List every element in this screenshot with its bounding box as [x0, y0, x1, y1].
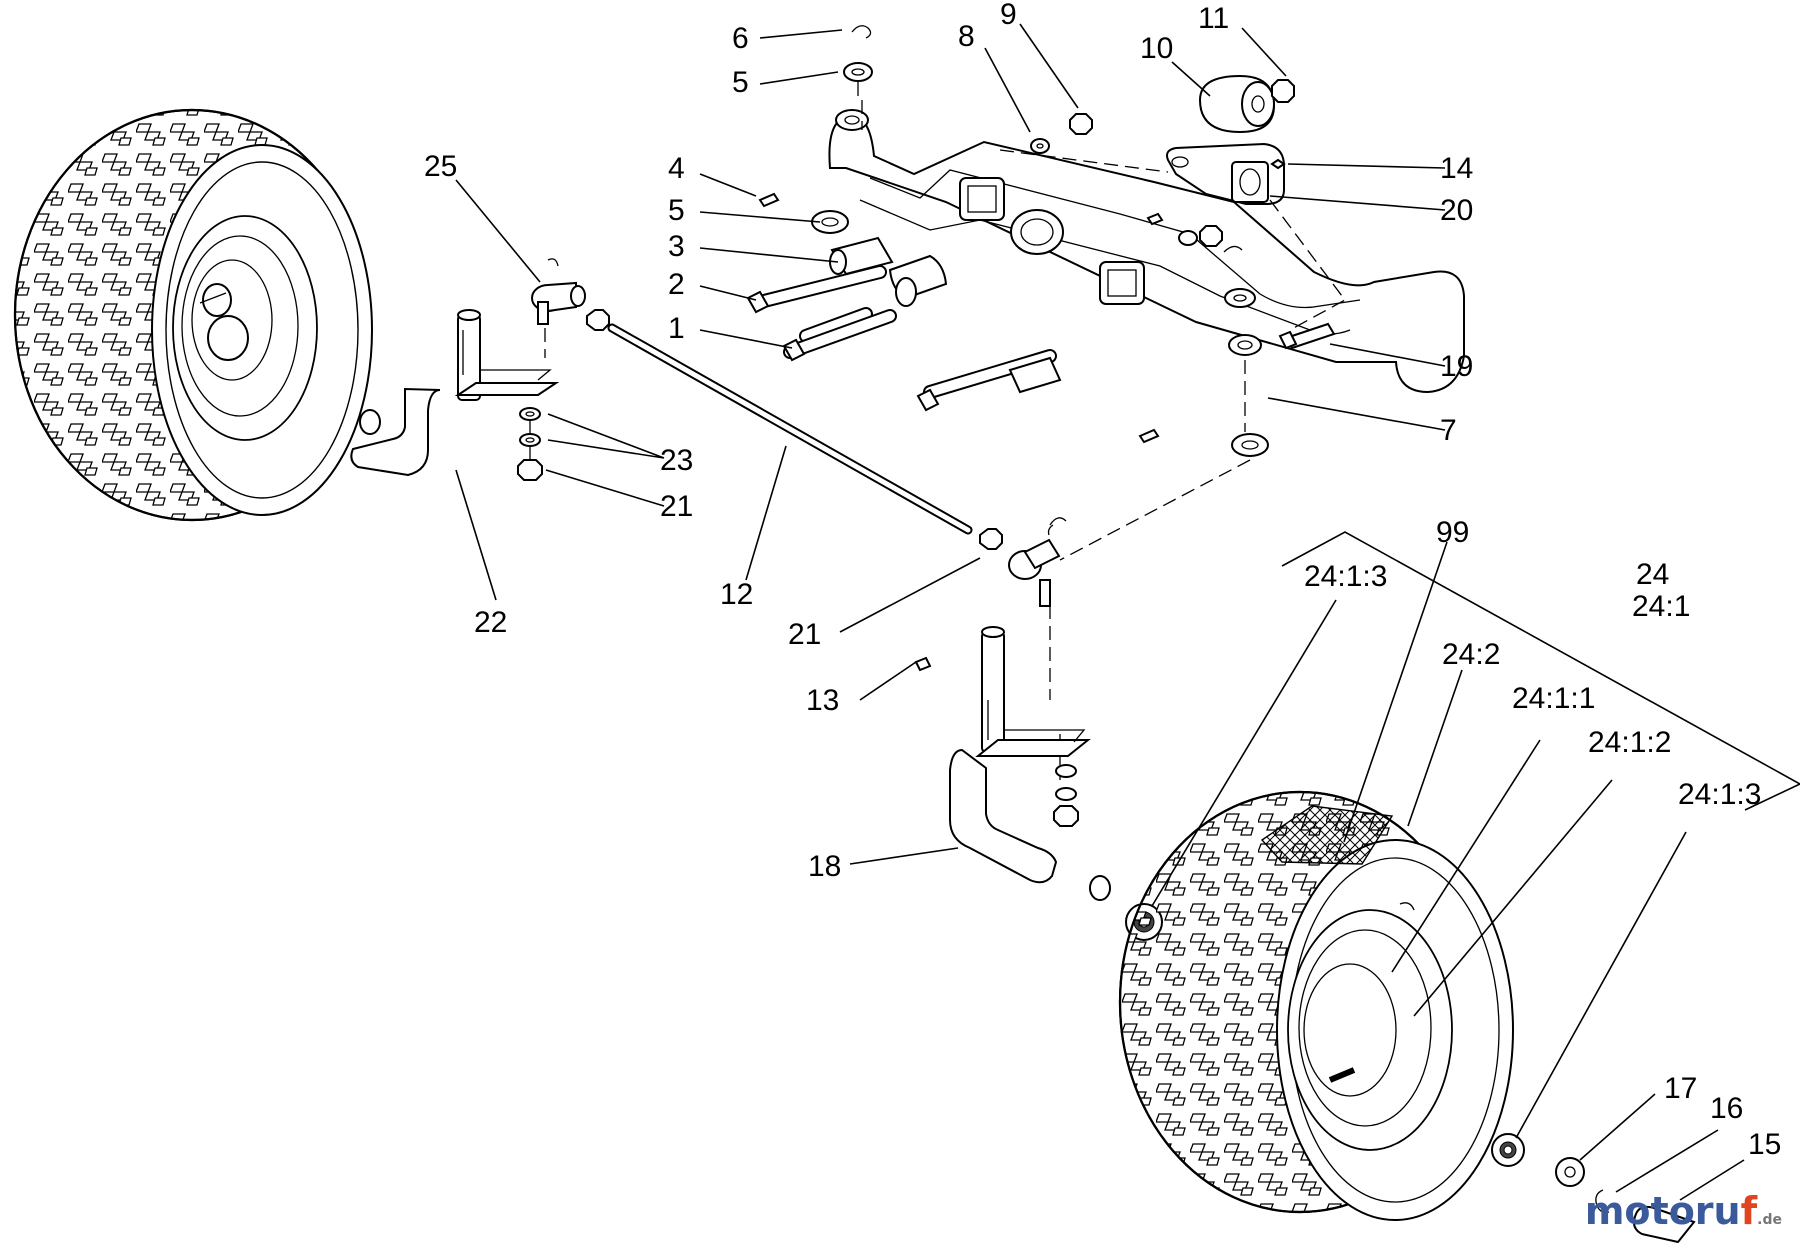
callout-24-1-3-right: 24:1:3	[1678, 778, 1761, 811]
callout-23: 23	[660, 444, 693, 477]
left-spindle	[350, 309, 560, 477]
front-axle-beam	[828, 109, 1465, 394]
callout-21: 21	[660, 490, 693, 523]
callout-24-1-2: 24:1:2	[1588, 726, 1671, 759]
callout-24: 24	[1636, 558, 1669, 591]
callout-19: 19	[1440, 350, 1473, 383]
callout-25: 25	[424, 150, 457, 183]
callout-6: 6	[732, 22, 749, 55]
grease-fitting	[1146, 212, 1164, 226]
callout-7: 7	[1440, 414, 1457, 447]
callout-24-2: 24:2	[1442, 638, 1500, 671]
callout-24-1: 24:1	[1632, 590, 1690, 623]
callout-15: 15	[1748, 1128, 1781, 1161]
pivot-nut-washer	[1030, 74, 1295, 154]
watermark-suffix: .de	[1757, 1212, 1782, 1228]
callout-9: 9	[1000, 0, 1017, 31]
callout-13: 13	[806, 684, 839, 717]
left-wheel	[13, 108, 373, 522]
top-pivot-hardware	[843, 25, 873, 102]
callout-4: 4	[668, 152, 685, 185]
tie-rod	[586, 309, 1003, 550]
left-tie-rod-end	[531, 258, 586, 358]
callout-10: 10	[1140, 32, 1173, 65]
callout-11: 11	[1198, 2, 1229, 35]
watermark-accent: f	[1740, 1189, 1758, 1233]
callout-14: 14	[1440, 152, 1473, 185]
callout-20: 20	[1440, 194, 1473, 227]
callout-5: 5	[732, 66, 749, 99]
callout-5-lower: 5	[668, 194, 685, 227]
leader-lines	[455, 23, 1745, 1201]
callout-21-right: 21	[788, 618, 821, 651]
right-pivot-hardware	[1178, 225, 1336, 457]
callout-17: 17	[1664, 1072, 1697, 1105]
kit-bracket	[1281, 531, 1800, 811]
outer-hub-hardware	[1491, 1133, 1696, 1243]
callout-22: 22	[474, 606, 507, 639]
steering-arm	[1166, 142, 1286, 205]
callout-2: 2	[668, 268, 685, 301]
callout-16: 16	[1710, 1092, 1743, 1125]
grease-fitting-lower	[1138, 428, 1160, 444]
callout-12: 12	[720, 578, 753, 611]
callout-8: 8	[958, 20, 975, 53]
grease-fitting-4	[758, 192, 780, 208]
callout-24-1-1: 24:1:1	[1512, 682, 1595, 715]
left-washers-nut	[517, 407, 543, 481]
callout-3: 3	[668, 230, 685, 263]
right-spindle	[914, 517, 1111, 901]
callout-1: 1	[668, 312, 685, 345]
callout-24-1-3-top: 24:1:3	[1304, 560, 1387, 593]
callout-18: 18	[808, 850, 841, 883]
callout-labels: 6 5 8 9 10 11 4 5 3 2 1 14 20 19 7 25 23…	[424, 0, 1781, 1161]
watermark-logo: motoruf.de	[1585, 1189, 1782, 1233]
watermark-main: motoru	[1584, 1189, 1741, 1233]
right-wheel	[1118, 790, 1514, 1221]
lower-pivot-hardware	[746, 210, 1062, 412]
callout-99: 99	[1436, 516, 1469, 549]
